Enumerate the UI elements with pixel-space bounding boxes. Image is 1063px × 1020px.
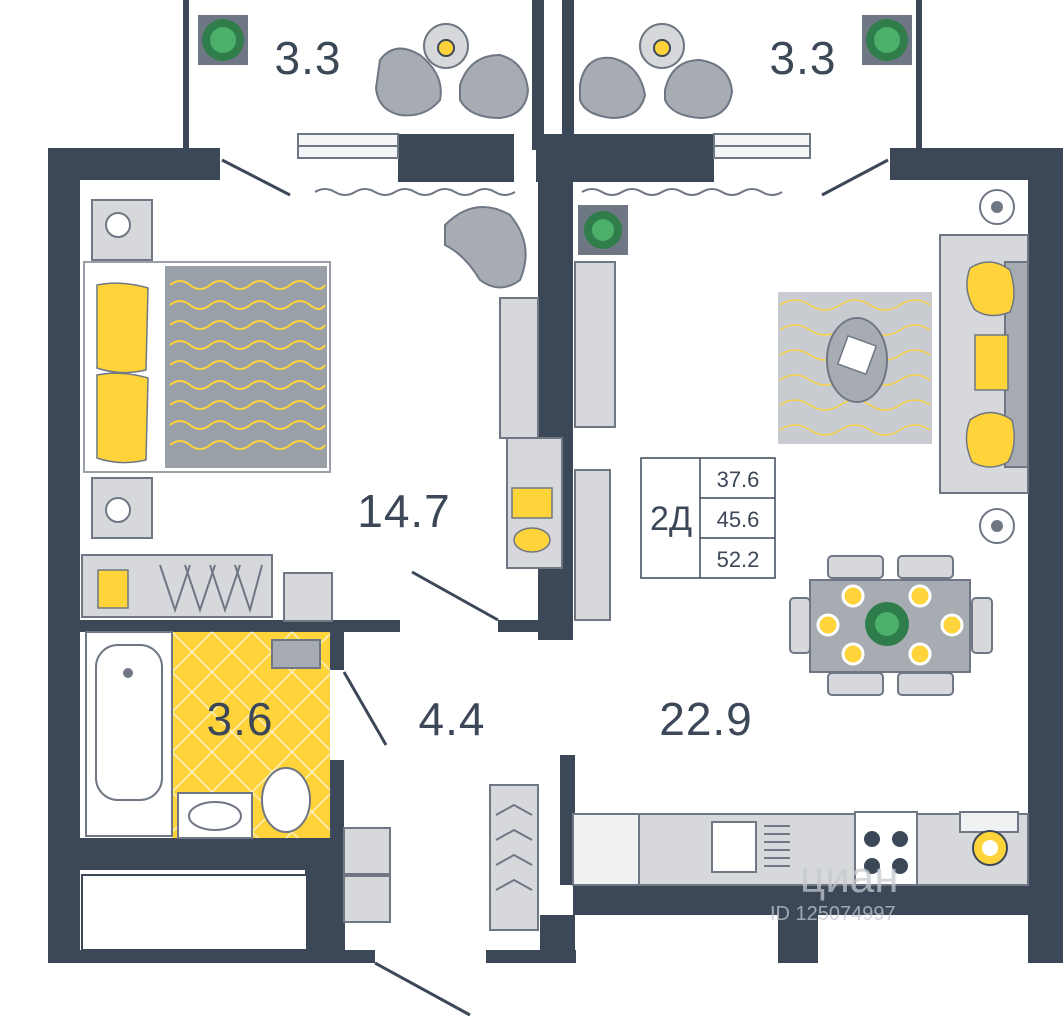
walls — [48, 134, 1063, 963]
area-summary: 2Д 37.6 45.6 52.2 — [640, 457, 776, 579]
lamp-icon — [959, 811, 1019, 866]
wardrobe — [81, 554, 273, 618]
cooktop-icon — [283, 572, 333, 622]
coat-rack — [489, 784, 539, 931]
dining-table — [789, 555, 993, 696]
sofa — [939, 234, 1029, 494]
tv-stand — [499, 297, 563, 569]
door-swing — [221, 158, 291, 197]
towel-rail — [271, 639, 321, 669]
kitchen-counter — [572, 813, 1029, 886]
apartment-type: 2Д — [650, 500, 692, 538]
armchair-icon — [444, 206, 527, 289]
watermark-id: ID 125074997 — [770, 903, 896, 925]
area-living: 22.9 — [659, 693, 753, 745]
entrance-door-swing — [374, 961, 471, 1017]
electrical-panel — [343, 827, 391, 923]
plant-icon — [198, 15, 248, 65]
door-swing — [342, 671, 388, 746]
plant-icon — [578, 205, 628, 255]
area-hallway: 4.4 — [419, 693, 486, 745]
living-area: 37.6 — [717, 467, 760, 492]
total-area: 52.2 — [717, 547, 760, 572]
bathtub — [85, 631, 173, 837]
watermark: циан ID 125074997 — [770, 853, 899, 925]
tv-unit — [574, 261, 616, 621]
rug — [778, 292, 932, 444]
area-balcony-left: 3.3 — [275, 32, 342, 84]
nightstand — [91, 199, 153, 539]
window — [297, 133, 811, 196]
door-swing — [411, 570, 499, 622]
area-bedroom: 14.7 — [357, 485, 451, 537]
armchair-icon — [579, 56, 734, 120]
side-table-icon — [639, 23, 685, 69]
lamp — [979, 189, 1015, 544]
balcony-right — [562, 0, 922, 150]
armchair-icon — [374, 47, 530, 120]
area-bathroom: 3.6 — [207, 693, 274, 745]
kitchen-area: 45.6 — [717, 507, 760, 532]
area-balcony-right: 3.3 — [770, 32, 837, 84]
balcony-left — [183, 0, 544, 150]
sink — [177, 792, 253, 839]
cooktop-icon — [854, 811, 918, 886]
bed — [83, 261, 331, 473]
door-swing — [821, 158, 889, 197]
side-table-icon — [423, 23, 469, 69]
toilet — [261, 767, 311, 833]
watermark-brand: циан — [800, 853, 899, 902]
plant-icon — [862, 15, 912, 65]
